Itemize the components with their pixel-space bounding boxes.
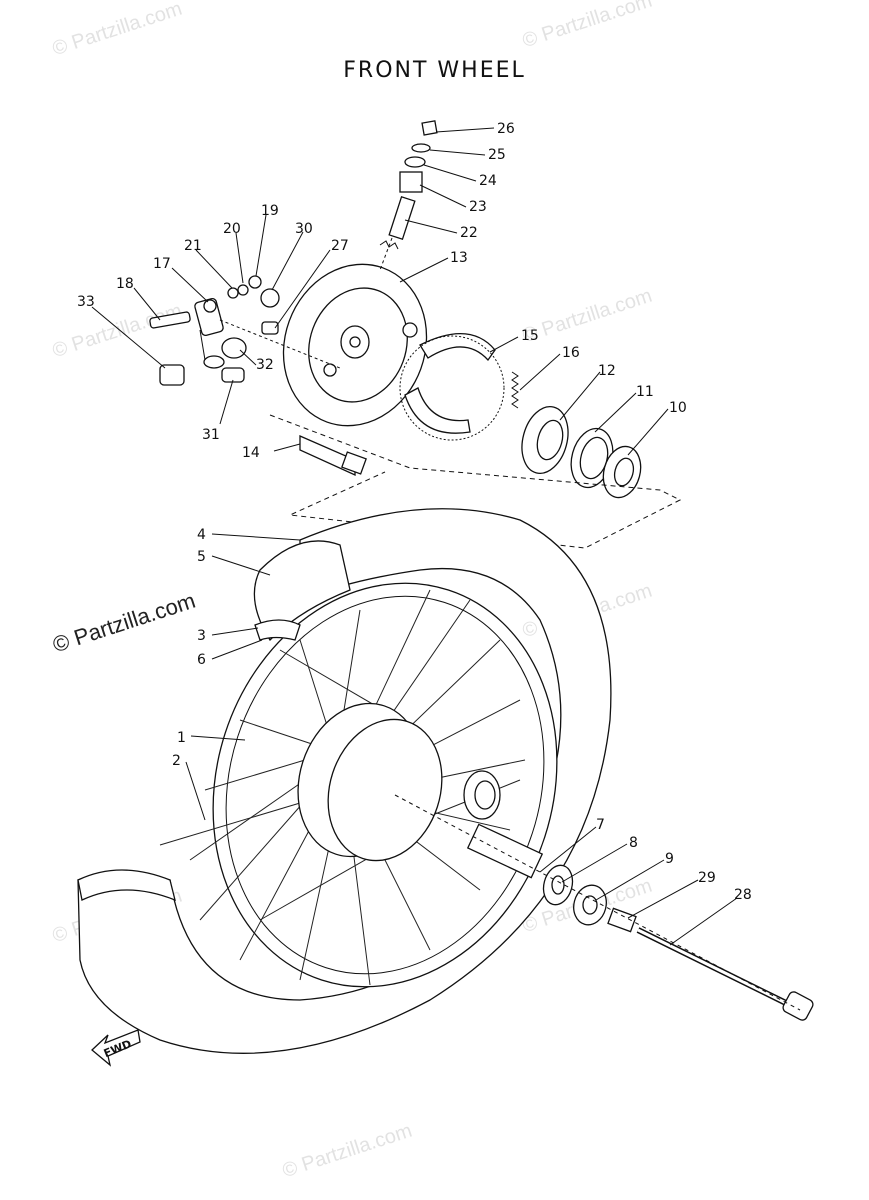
- callout-20: 20: [223, 221, 241, 237]
- callout-33: 33: [77, 294, 95, 310]
- callout-28: 28: [734, 887, 752, 903]
- callout-14: 14: [242, 445, 260, 461]
- callout-16: 16: [562, 345, 580, 361]
- diagram-title: FRONT WHEEL: [343, 58, 526, 83]
- callout-19: 19: [261, 203, 279, 219]
- callout-24: 24: [479, 173, 497, 189]
- callout-23: 23: [469, 199, 487, 215]
- brake-lever-and-fasteners: [149, 275, 341, 386]
- brake-shoe-spring: [511, 371, 519, 409]
- fwd-label: FWD: [102, 1037, 134, 1060]
- callout-32: 32: [256, 357, 274, 373]
- callout-1: 1: [177, 730, 186, 746]
- hub: [297, 702, 501, 862]
- callout-18: 18: [116, 276, 134, 292]
- callout-26: 26: [497, 121, 515, 137]
- callout-13: 13: [450, 250, 468, 266]
- callout-29: 29: [698, 870, 716, 886]
- callout-8: 8: [629, 835, 638, 851]
- callout-30: 30: [295, 221, 313, 237]
- callout-17: 17: [153, 256, 171, 272]
- brake-cam-shaft: [299, 435, 367, 477]
- callout-10: 10: [669, 400, 687, 416]
- callout-2: 2: [172, 753, 181, 769]
- axle-assembly: [394, 794, 814, 1021]
- callout-22: 22: [460, 225, 478, 241]
- callout-6: 6: [197, 652, 206, 668]
- callout-7: 7: [596, 817, 605, 833]
- bearing: [602, 445, 642, 499]
- inner-tube: [253, 540, 351, 642]
- callout-27: 27: [331, 238, 349, 254]
- brake-assembly: [149, 120, 682, 549]
- callout-numbers: 1 2 3 4 5 6 7 8 9 10 11 12 13 14 15 16 1…: [77, 121, 752, 903]
- oil-seal: [570, 427, 614, 489]
- leader-lines: [91, 127, 738, 946]
- brake-panel: [282, 263, 428, 427]
- forward-direction-arrow-icon: FWD: [91, 1029, 141, 1067]
- wheel-assembly: [77, 508, 612, 1054]
- callout-3: 3: [197, 628, 206, 644]
- callout-12: 12: [598, 363, 616, 379]
- callout-31: 31: [202, 427, 220, 443]
- callout-21: 21: [184, 238, 202, 254]
- callout-25: 25: [488, 147, 506, 163]
- speedometer-gear: [521, 406, 569, 474]
- callout-9: 9: [665, 851, 674, 867]
- callout-11: 11: [636, 384, 654, 400]
- brake-shoes: [399, 333, 505, 441]
- callout-5: 5: [197, 549, 206, 565]
- speedometer-drive: [379, 120, 438, 271]
- callout-15: 15: [521, 328, 539, 344]
- callout-4: 4: [197, 527, 206, 543]
